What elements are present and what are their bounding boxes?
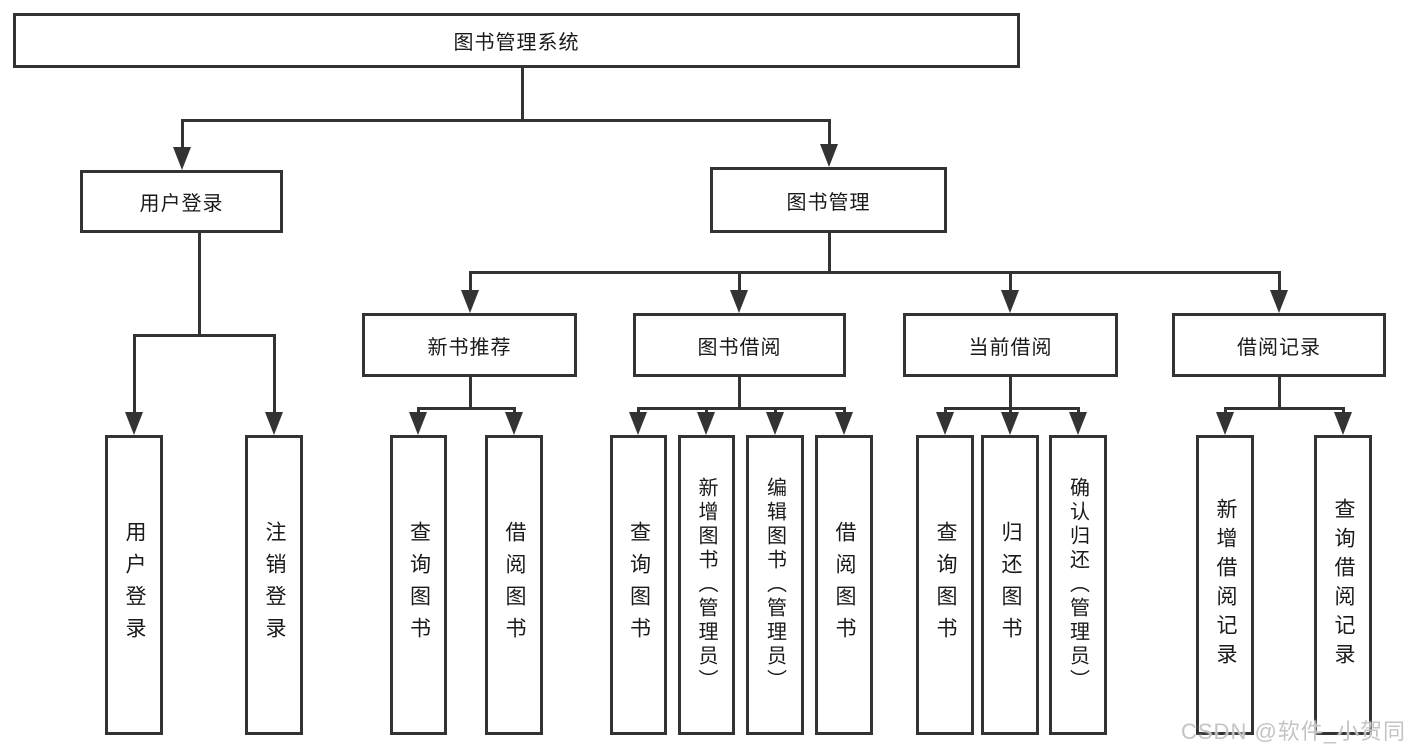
node-label: 用户登录 — [123, 521, 146, 649]
arrowhead-down-icon — [1069, 412, 1087, 435]
node-library-management-system: 图书管理系统 — [13, 13, 1020, 68]
node-label: 图书管理 — [786, 191, 871, 214]
connector-bar — [468, 270, 1281, 274]
connector-stem — [827, 233, 831, 272]
connector-drop — [272, 335, 276, 415]
arrowhead-down-icon — [1216, 412, 1234, 435]
leaf-logout: 注销登录 — [245, 435, 303, 735]
connector-drop — [842, 408, 846, 415]
connector-drop — [132, 335, 136, 415]
connector-drop — [1341, 408, 1345, 415]
arrowhead-down-icon — [820, 144, 838, 167]
node-label: 借阅图书 — [833, 521, 856, 649]
connector-stem — [197, 233, 201, 335]
connector-stem — [468, 377, 472, 408]
connector-bar — [180, 118, 831, 122]
leaf-query-borrow-record: 查询借阅记录 — [1314, 435, 1372, 735]
node-label: 查询图书 — [934, 521, 957, 649]
connector-drop — [943, 408, 947, 415]
node-label: 用户登录 — [139, 193, 224, 215]
leaf-user-login: 用户登录 — [105, 435, 163, 735]
connector-drop — [416, 408, 420, 415]
node-book-borrowing: 图书借阅 — [633, 313, 846, 377]
arrowhead-down-icon — [1001, 412, 1019, 435]
arrowhead-down-icon — [835, 412, 853, 435]
connector-drop — [1277, 272, 1281, 293]
node-label: 查询图书 — [627, 521, 651, 649]
arrowhead-down-icon — [1334, 412, 1352, 435]
connector-drop — [180, 120, 184, 150]
connector-drop — [827, 120, 831, 147]
arrowhead-down-icon — [1270, 290, 1288, 313]
leaf-borrow-books: 借阅图书 — [815, 435, 873, 735]
node-new-book-recommendation: 新书推荐 — [362, 313, 577, 377]
connector-bar — [943, 406, 1080, 410]
node-label: 借阅图书 — [503, 521, 526, 649]
arrowhead-down-icon — [409, 412, 427, 435]
connector-drop — [773, 408, 777, 415]
connector-drop — [1008, 272, 1012, 293]
connector-bar — [636, 406, 846, 410]
node-label: 借阅记录 — [1237, 336, 1321, 359]
connector-drop — [1223, 408, 1227, 415]
node-label: 图书借阅 — [697, 336, 782, 359]
connector-stem — [737, 377, 741, 408]
connector-drop — [737, 272, 741, 293]
arrowhead-down-icon — [125, 412, 143, 435]
arrowhead-down-icon — [1001, 290, 1019, 313]
connector-stem — [520, 68, 524, 120]
connector-bar — [1223, 406, 1345, 410]
arrowhead-down-icon — [730, 290, 748, 313]
connector-stem — [1008, 377, 1012, 408]
arrowhead-down-icon — [766, 412, 784, 435]
leaf-query-books-recommend: 查询图书 — [390, 435, 447, 735]
connector-drop — [1076, 408, 1080, 415]
leaf-confirm-return-admin: 确认归还（管理员） — [1049, 435, 1107, 735]
node-borrowing-records: 借阅记录 — [1172, 313, 1386, 377]
connector-drop — [1008, 408, 1012, 415]
leaf-borrow-books-recommend: 借阅图书 — [485, 435, 543, 735]
connector-bar — [416, 406, 516, 410]
arrowhead-down-icon — [505, 412, 523, 435]
leaf-add-books-admin: 新增图书（管理员） — [678, 435, 735, 735]
node-label: 确认归还（管理员） — [1066, 477, 1089, 693]
leaf-add-borrow-record: 新增借阅记录 — [1196, 435, 1254, 735]
node-label: 新增借阅记录 — [1214, 498, 1237, 672]
node-label: 新书推荐 — [427, 336, 512, 359]
watermark: CSDN @软件_小贺同学 — [1181, 719, 1405, 744]
node-book-management: 图书管理 — [710, 167, 947, 233]
connector-drop — [704, 408, 708, 415]
node-current-borrowing: 当前借阅 — [903, 313, 1118, 377]
connector-bar — [132, 333, 276, 337]
leaf-query-books-borrowing: 查询图书 — [610, 435, 667, 735]
arrowhead-down-icon — [265, 412, 283, 435]
connector-drop — [636, 408, 640, 415]
leaf-edit-books-admin: 编辑图书（管理员） — [746, 435, 804, 735]
connector-drop — [468, 272, 472, 293]
node-label: 归还图书 — [999, 521, 1022, 649]
node-label: 图书管理系统 — [453, 32, 580, 54]
leaf-return-books: 归还图书 — [981, 435, 1039, 735]
connector-stem — [1277, 377, 1281, 408]
arrowhead-down-icon — [936, 412, 954, 435]
node-label: 当前借阅 — [968, 336, 1053, 359]
node-label: 查询借阅记录 — [1332, 498, 1355, 672]
arrowhead-down-icon — [173, 147, 191, 170]
node-label: 编辑图书（管理员） — [763, 477, 786, 693]
node-user-login: 用户登录 — [80, 170, 283, 233]
arrowhead-down-icon — [697, 412, 715, 435]
connector-drop — [512, 408, 516, 415]
node-label: 新增图书（管理员） — [695, 477, 717, 693]
node-label: 注销登录 — [263, 521, 286, 649]
arrowhead-down-icon — [461, 290, 479, 313]
arrowhead-down-icon — [629, 412, 647, 435]
leaf-query-books-current: 查询图书 — [916, 435, 974, 735]
node-label: 查询图书 — [407, 521, 431, 649]
